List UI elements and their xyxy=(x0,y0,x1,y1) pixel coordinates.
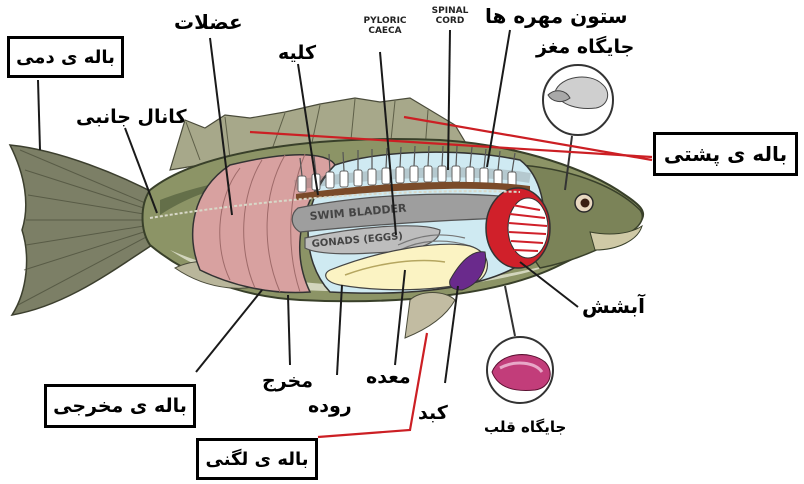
brain-location-inset xyxy=(543,65,613,135)
stomach-label: معده xyxy=(366,366,411,388)
pyloric-caeca-label: PYLORIC CAECA xyxy=(355,16,415,36)
brain-location-label: جایگاه مغز xyxy=(536,36,634,58)
dorsal-fin-label: باله ی پشتی xyxy=(653,132,798,176)
pelvic-fin xyxy=(405,293,455,339)
heart-location-label: جایگاه قلب xyxy=(484,418,566,436)
vertebral-column-label: ستون مهره ها xyxy=(485,4,628,28)
spinal-cord-label: SPINAL CORD xyxy=(430,6,470,26)
tail-fin-label: باله ی دمی xyxy=(7,36,124,78)
liver-label: کبد xyxy=(418,402,448,424)
anal-fin-label: باله ی مخرجی xyxy=(44,384,196,428)
muscles-label: عضلات xyxy=(174,10,243,34)
kidney-label: کلیه xyxy=(278,42,316,64)
heart-location-inset xyxy=(487,337,553,403)
pelvic-fin-label: باله ی لگنی xyxy=(196,438,318,480)
gill xyxy=(486,188,550,268)
lateral-line-label: کانال جانبی xyxy=(76,106,187,128)
tail-fin xyxy=(10,145,160,315)
anus-label: مخرج xyxy=(262,370,313,392)
intestine-label: روده xyxy=(308,395,352,417)
gill-label: آبشش xyxy=(582,294,645,318)
